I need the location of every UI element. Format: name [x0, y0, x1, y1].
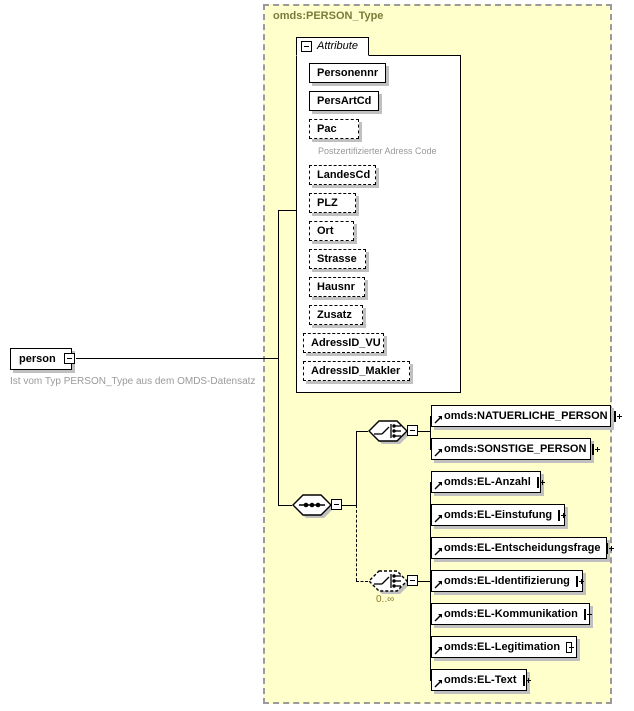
- element-ref-el-einstufung[interactable]: omds:EL-Einstufung: [431, 504, 567, 526]
- connector-into-sequence: [278, 505, 292, 506]
- element-ref-label: omds:EL-Kommunikation: [444, 608, 578, 620]
- element-ref-el-text[interactable]: omds:EL-Text: [431, 669, 531, 691]
- attribute-annotation-pac: Postzertifizierter Adress Code: [318, 146, 437, 156]
- connector-into-attribute-frame: [278, 210, 296, 211]
- element-box-person[interactable]: person: [10, 348, 72, 370]
- sequence-compositor-icon[interactable]: [290, 492, 334, 518]
- attribute-box-zusatz[interactable]: Zusatz: [309, 305, 363, 325]
- element-annotation-person: Ist vom Typ PERSON_Type aus dem OMDS-Dat…: [10, 376, 256, 387]
- attribute-box-adressid-makler[interactable]: AdressID_Makler: [303, 361, 410, 381]
- element-ref-expand-icon[interactable]: [575, 575, 585, 587]
- attribute-label: Hausnr: [317, 281, 355, 293]
- element-ref-expand-icon[interactable]: [536, 476, 545, 488]
- attribute-group-label: Attribute: [317, 40, 358, 52]
- element-ref-label: omds:NATUERLICHE_PERSON: [444, 410, 608, 422]
- element-ref-el-legitimation[interactable]: omds:EL-Legitimation: [431, 636, 577, 658]
- attribute-label: Pac: [317, 123, 337, 135]
- element-ref-expand-icon[interactable]: [522, 674, 531, 686]
- attribute-label: Ort: [317, 225, 334, 237]
- connector-sequence-out: [342, 505, 356, 506]
- element-ref-label: omds:EL-Identifizierung: [444, 575, 570, 587]
- attribute-label: LandesCd: [317, 169, 371, 181]
- attribute-group-collapse-icon[interactable]: [301, 41, 312, 52]
- attribute-box-ort[interactable]: Ort: [309, 221, 354, 241]
- element-ref-sonstige-person[interactable]: omds:SONSTIGE_PERSON: [431, 438, 601, 460]
- element-ref-expand-icon[interactable]: [613, 410, 622, 422]
- element-label-person: person: [19, 353, 56, 365]
- element-ref-label: omds:SONSTIGE_PERSON: [444, 443, 587, 455]
- choice-one-collapse-icon[interactable]: [407, 425, 418, 436]
- element-ref-label: omds:EL-Text: [444, 674, 517, 686]
- element-ref-natuerliche-person[interactable]: omds:NATUERLICHE_PERSON: [431, 405, 622, 427]
- element-ref-expand-icon[interactable]: [592, 443, 601, 455]
- sequence-collapse-icon[interactable]: [331, 499, 342, 510]
- connector-down-to-sequence: [278, 358, 279, 505]
- choice-compositor-icon-one[interactable]: [366, 418, 410, 444]
- choice-compositor-icon-two[interactable]: [366, 568, 410, 594]
- connector-up-to-choice-one: [356, 431, 357, 506]
- connector-into-choice-two: [356, 581, 368, 582]
- reference-arrow-icon: [434, 416, 442, 424]
- person-collapse-icon[interactable]: [64, 353, 75, 364]
- attribute-label: AdressID_Makler: [311, 365, 401, 377]
- element-ref-expand-icon[interactable]: [558, 509, 567, 521]
- element-ref-el-anzahl[interactable]: omds:EL-Anzahl: [431, 471, 545, 493]
- connector-choice-two-out: [418, 581, 430, 582]
- reference-arrow-icon: [434, 614, 442, 622]
- connector-person-trunk: [76, 358, 278, 359]
- reference-arrow-icon: [434, 449, 442, 457]
- attribute-label: Strasse: [317, 253, 357, 265]
- element-ref-el-entscheidungsfrage[interactable]: omds:EL-Entscheidungsfrage: [431, 537, 615, 559]
- attribute-label: AdressID_VU: [311, 337, 381, 349]
- attribute-label: PersArtCd: [317, 95, 372, 107]
- reference-arrow-icon: [434, 515, 442, 523]
- element-ref-label: omds:EL-Entscheidungsfrage: [444, 542, 601, 554]
- attribute-box-landescd[interactable]: LandesCd: [309, 165, 376, 185]
- reference-arrow-icon: [434, 647, 442, 655]
- element-ref-label: omds:EL-Einstufung: [444, 509, 553, 521]
- attribute-label: Zusatz: [317, 309, 352, 321]
- attribute-box-pac[interactable]: Pac: [309, 119, 359, 139]
- attribute-box-plz[interactable]: PLZ: [309, 193, 356, 213]
- reference-arrow-icon: [434, 482, 442, 490]
- complex-type-label: omds:PERSON_Type: [273, 10, 384, 22]
- attribute-box-strasse[interactable]: Strasse: [309, 249, 366, 269]
- reference-arrow-icon: [434, 680, 442, 688]
- connector-down-to-choice-two: [356, 505, 357, 581]
- attribute-group-tab[interactable]: [296, 37, 369, 56]
- attribute-label: PLZ: [317, 197, 338, 209]
- attribute-box-hausnr[interactable]: Hausnr: [309, 277, 365, 297]
- element-ref-label: omds:EL-Legitimation: [444, 641, 561, 653]
- connector-up-to-attributes: [278, 210, 279, 359]
- reference-arrow-icon: [434, 581, 442, 589]
- choice-two-cardinality: 0..∞: [376, 594, 395, 605]
- element-ref-el-kommunikation[interactable]: omds:EL-Kommunikation: [431, 603, 592, 625]
- element-ref-expand-icon[interactable]: [606, 542, 615, 554]
- element-ref-expand-icon[interactable]: [566, 641, 574, 653]
- element-ref-label: omds:EL-Anzahl: [444, 476, 531, 488]
- attribute-label: Personennr: [317, 67, 379, 79]
- choice-two-collapse-icon[interactable]: [407, 575, 418, 586]
- attribute-box-adressid-vu[interactable]: AdressID_VU: [303, 333, 384, 353]
- element-ref-expand-icon[interactable]: [583, 608, 592, 620]
- element-ref-el-identifizierung[interactable]: omds:EL-Identifizierung: [431, 570, 585, 592]
- connector-choice-one-bus: [430, 416, 431, 449]
- attribute-box-personennr[interactable]: Personennr: [309, 63, 386, 83]
- attribute-box-persartcd[interactable]: PersArtCd: [309, 91, 379, 111]
- connector-choice-one-out: [418, 431, 430, 432]
- connector-into-choice-one: [356, 431, 368, 432]
- reference-arrow-icon: [434, 548, 442, 556]
